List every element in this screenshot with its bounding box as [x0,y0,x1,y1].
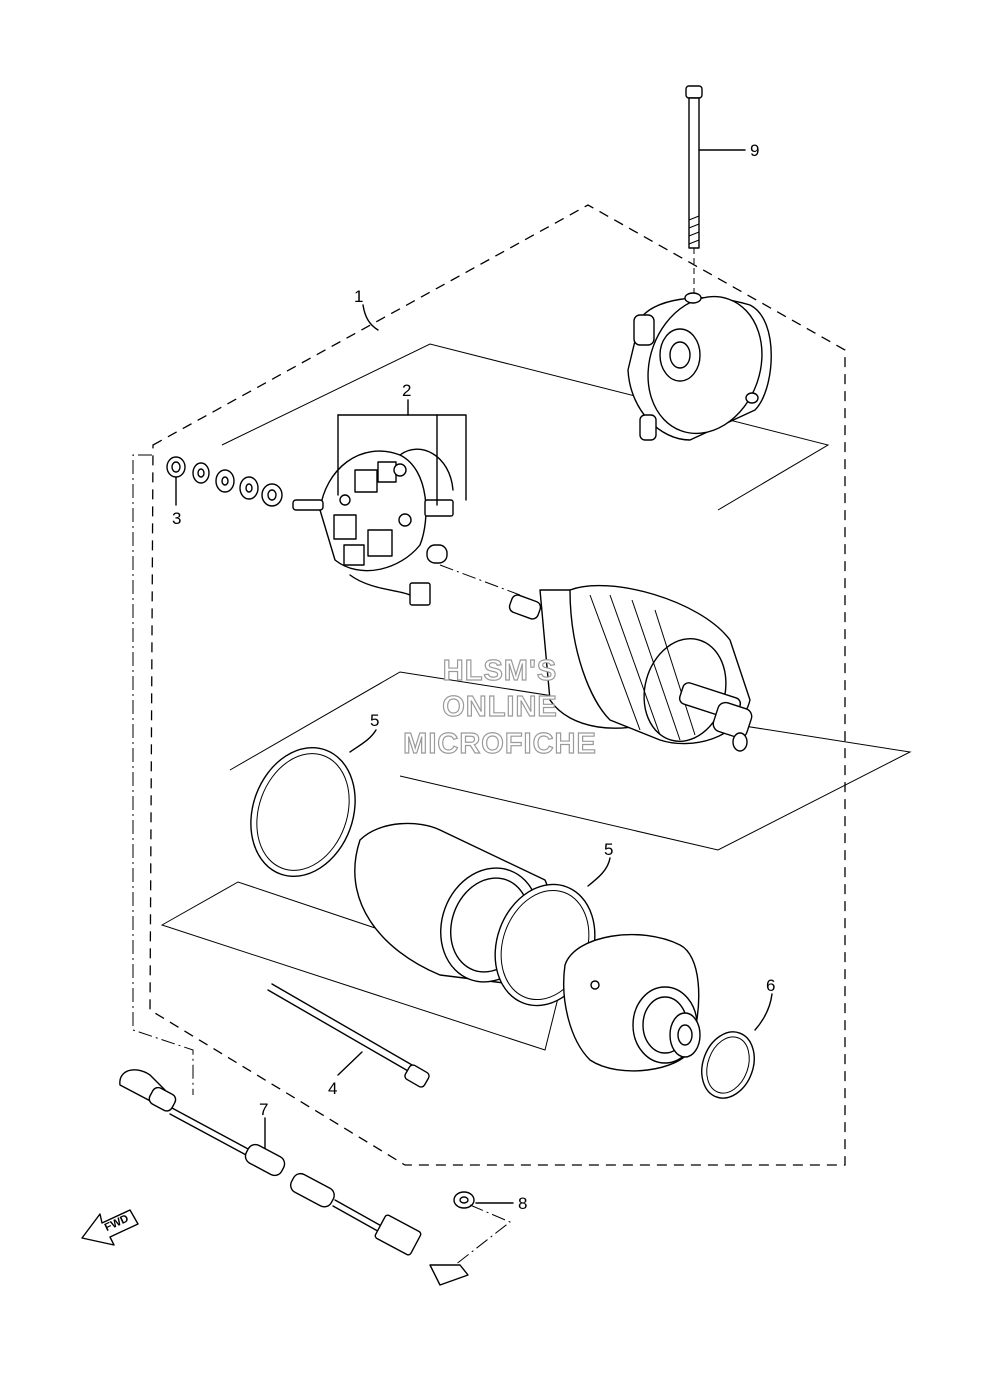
callout-2-leader [337,399,467,506]
watermark-line-3: MICROFICHE [403,728,597,760]
callout-1: 1 [354,287,363,306]
callout-5-upper: 5 [370,711,379,730]
callout-3: 3 [172,509,181,528]
callout-6: 6 [766,976,775,995]
callout-2: 2 [402,381,411,400]
rear-cover [563,933,701,1072]
watermark: HLSM'S ONLINE MICROFICHE [403,654,597,760]
plane-upper [221,343,830,511]
callout-4: 4 [328,1079,337,1098]
assembly-boundary [149,204,846,1166]
front-cover [627,292,772,441]
forward-direction-arrow: FWD [81,1209,139,1246]
nut-washer-stack-3 [166,456,324,511]
watermark-line-1: HLSM'S [443,655,557,687]
callout-5-lower: 5 [604,840,613,859]
watermark-line-2: ONLINE [442,691,558,723]
brush-holder-2 [319,448,454,606]
callouts: 1 2 3 4 5 5 6 7 8 9 [172,141,775,1213]
bolt-4 [267,983,430,1088]
callout-8: 8 [518,1194,527,1213]
armature [439,564,753,752]
lead-wire-7 [119,1069,469,1286]
callout-7: 7 [259,1100,268,1119]
through-bolt-9 [685,85,703,300]
callout-9: 9 [750,141,759,160]
o-ring-5-upper [250,746,356,878]
o-ring-6 [701,1031,755,1099]
nut-8 [453,1191,511,1266]
plane-middle [229,671,912,851]
wire-routing-line [132,454,194,1095]
